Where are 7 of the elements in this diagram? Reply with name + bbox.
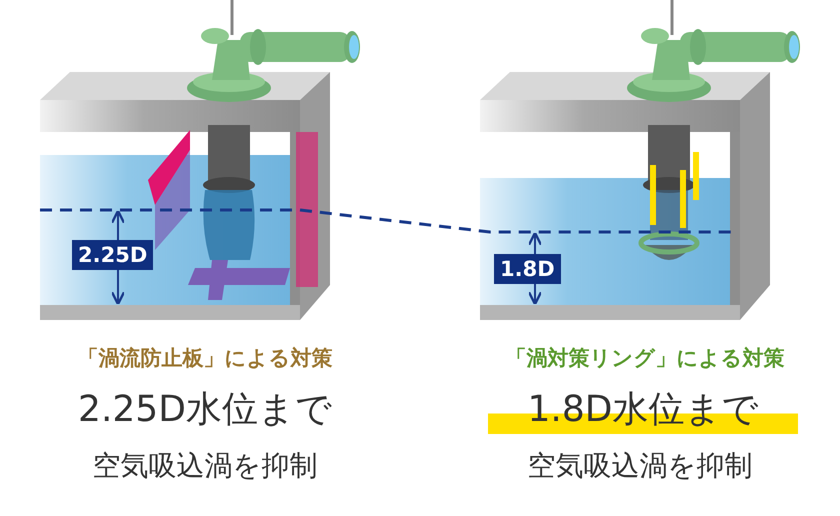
- caption-heading: 「渦対策リング」による対策: [504, 345, 786, 372]
- dimension-label: 2.25D: [72, 240, 154, 270]
- dimension-label: 1.8D: [494, 254, 561, 284]
- caption-text: 空気吸込渦を抑制: [526, 448, 754, 484]
- caption-text: 2.25D水位まで: [77, 388, 333, 432]
- caption-text: 空気吸込渦を抑制: [92, 448, 318, 484]
- caption-heading: 「渦流防止板」による対策: [76, 345, 334, 372]
